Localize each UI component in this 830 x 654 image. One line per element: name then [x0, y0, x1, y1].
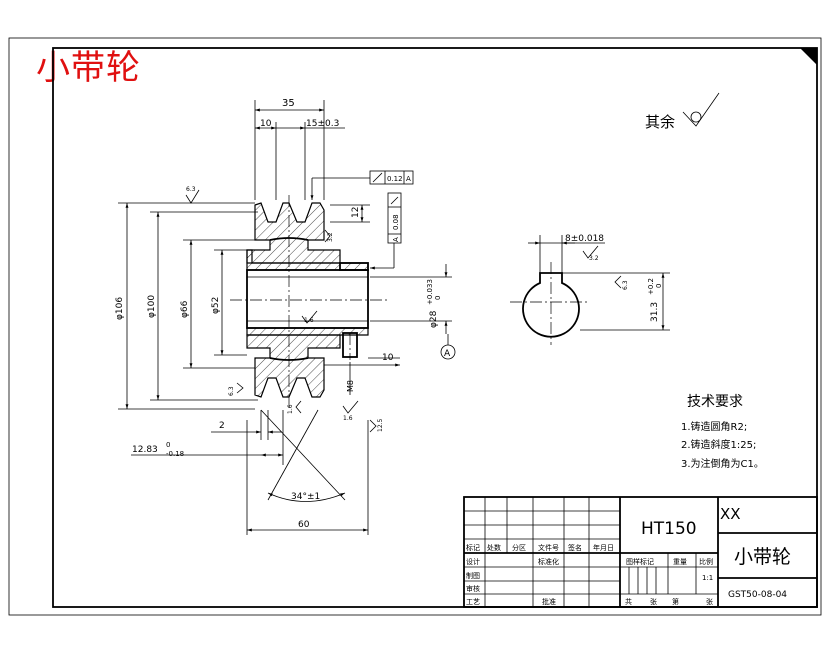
svg-text:A: A: [392, 237, 400, 242]
svg-text:+0.2: +0.2: [647, 278, 655, 295]
dim-key-depth: 31.3: [650, 302, 660, 322]
svg-text:+0.033: +0.033: [426, 279, 434, 305]
svg-text:工艺: 工艺: [466, 598, 480, 606]
other-roughness-note: 其余: [645, 92, 720, 131]
svg-text:签名: 签名: [568, 543, 582, 552]
svg-text:其余: 其余: [645, 113, 675, 131]
svg-text:1:1: 1:1: [702, 574, 713, 582]
svg-text:A: A: [406, 175, 411, 183]
svg-text:2.铸造斜度1:25;: 2.铸造斜度1:25;: [681, 438, 756, 451]
svg-text:3.为注倒角为C1。: 3.为注倒角为C1。: [681, 457, 764, 470]
svg-text:-0.18: -0.18: [166, 450, 184, 458]
drawing-number: GST50-08-04: [728, 590, 787, 600]
dim-52: φ52: [211, 297, 221, 314]
material-label: HT150: [641, 519, 697, 539]
svg-text:共: 共: [625, 597, 632, 606]
svg-text:张: 张: [706, 597, 713, 606]
outer-border: [8, 37, 822, 616]
svg-text:3.2: 3.2: [589, 255, 599, 262]
svg-text:张: 张: [650, 597, 657, 606]
dim-100: φ100: [147, 295, 157, 318]
svg-text:处数: 处数: [487, 543, 501, 552]
svg-text:文件号: 文件号: [538, 543, 559, 552]
svg-text:6.3: 6.3: [186, 186, 196, 193]
end-view-keyway: 8±0.018 31.3 +0.2 0: [510, 234, 670, 345]
company-label: XX: [720, 505, 741, 523]
dim-28: φ28: [429, 310, 439, 328]
svg-text:标记: 标记: [466, 543, 480, 552]
svg-text:12.5: 12.5: [377, 418, 384, 432]
dim-10a: 10: [260, 119, 272, 129]
title-block: 标记 处数 分区 文件号 签名 年月日 设计 标准化 制图 审核 工艺 批准 H…: [463, 496, 818, 608]
top-dimensions: 35 10 15±0.3: [254, 98, 370, 200]
svg-text:第: 第: [672, 597, 679, 606]
dim-1283: 12.83: [132, 445, 158, 455]
dim-66: φ66: [180, 300, 190, 318]
datum-a: A: [444, 349, 451, 359]
technical-requirements: 技术要求 1.铸造圆角R2; 2.铸造斜度1:25; 3.为注倒角为C1。: [681, 394, 764, 470]
parallel-frame: 0.08 A: [370, 192, 402, 270]
svg-text:设计: 设计: [466, 557, 480, 566]
svg-text:3.2: 3.2: [327, 232, 334, 242]
svg-text:0: 0: [166, 441, 170, 449]
svg-text:图样标记: 图样标记: [626, 557, 654, 566]
svg-text:0: 0: [655, 284, 663, 288]
svg-text:重量: 重量: [673, 558, 687, 566]
dim-m8: M8: [346, 380, 355, 392]
dim-15: 15±0.3: [306, 119, 339, 129]
part-name: 小带轮: [734, 546, 791, 568]
svg-text:0.08: 0.08: [392, 214, 400, 230]
pulley-section-view: [230, 195, 390, 502]
runout-frame: 0.12 A: [369, 170, 414, 185]
svg-text:技术要求: 技术要求: [687, 394, 743, 410]
svg-text:制图: 制图: [466, 571, 480, 580]
svg-text:1.铸造圆角R2;: 1.铸造圆角R2;: [681, 420, 747, 433]
dim-60: 60: [298, 520, 310, 530]
dim-35: 35: [282, 98, 295, 109]
bore-dimension: φ28 +0.033 0 A: [370, 264, 456, 360]
dim-key-width: 8±0.018: [565, 234, 604, 244]
dim-12: 12: [351, 207, 361, 218]
svg-text:0.12: 0.12: [387, 175, 403, 183]
roughness-symbols: 6.3 6.3 6.3 3.2 3.2 1.6 1.6 1.6 12.5: [185, 186, 629, 433]
svg-text:比例: 比例: [699, 557, 713, 566]
svg-text:批准: 批准: [542, 597, 556, 606]
svg-text:1.6: 1.6: [304, 317, 314, 324]
upper-rim-section: [246, 202, 341, 264]
svg-text:分区: 分区: [512, 543, 526, 552]
dim-10b: 10: [382, 353, 394, 363]
svg-text:1.6: 1.6: [343, 415, 353, 422]
svg-text:年月日: 年月日: [593, 543, 614, 552]
svg-text:0: 0: [434, 296, 442, 300]
svg-text:6.3: 6.3: [622, 280, 629, 290]
dim-106: φ106: [115, 297, 125, 320]
svg-text:标准化: 标准化: [538, 557, 559, 566]
inner-frame: [52, 47, 818, 608]
svg-text:1.6: 1.6: [287, 404, 294, 414]
diameter-dimensions: φ106 φ100 φ66 φ52: [115, 202, 258, 410]
corner-mark: [800, 48, 817, 65]
svg-text:审核: 审核: [466, 584, 480, 593]
svg-text:6.3: 6.3: [228, 386, 235, 396]
dim-2: 2: [219, 421, 225, 431]
dim-34deg: 34°±1: [291, 492, 320, 502]
lower-rim-section: [246, 334, 341, 398]
